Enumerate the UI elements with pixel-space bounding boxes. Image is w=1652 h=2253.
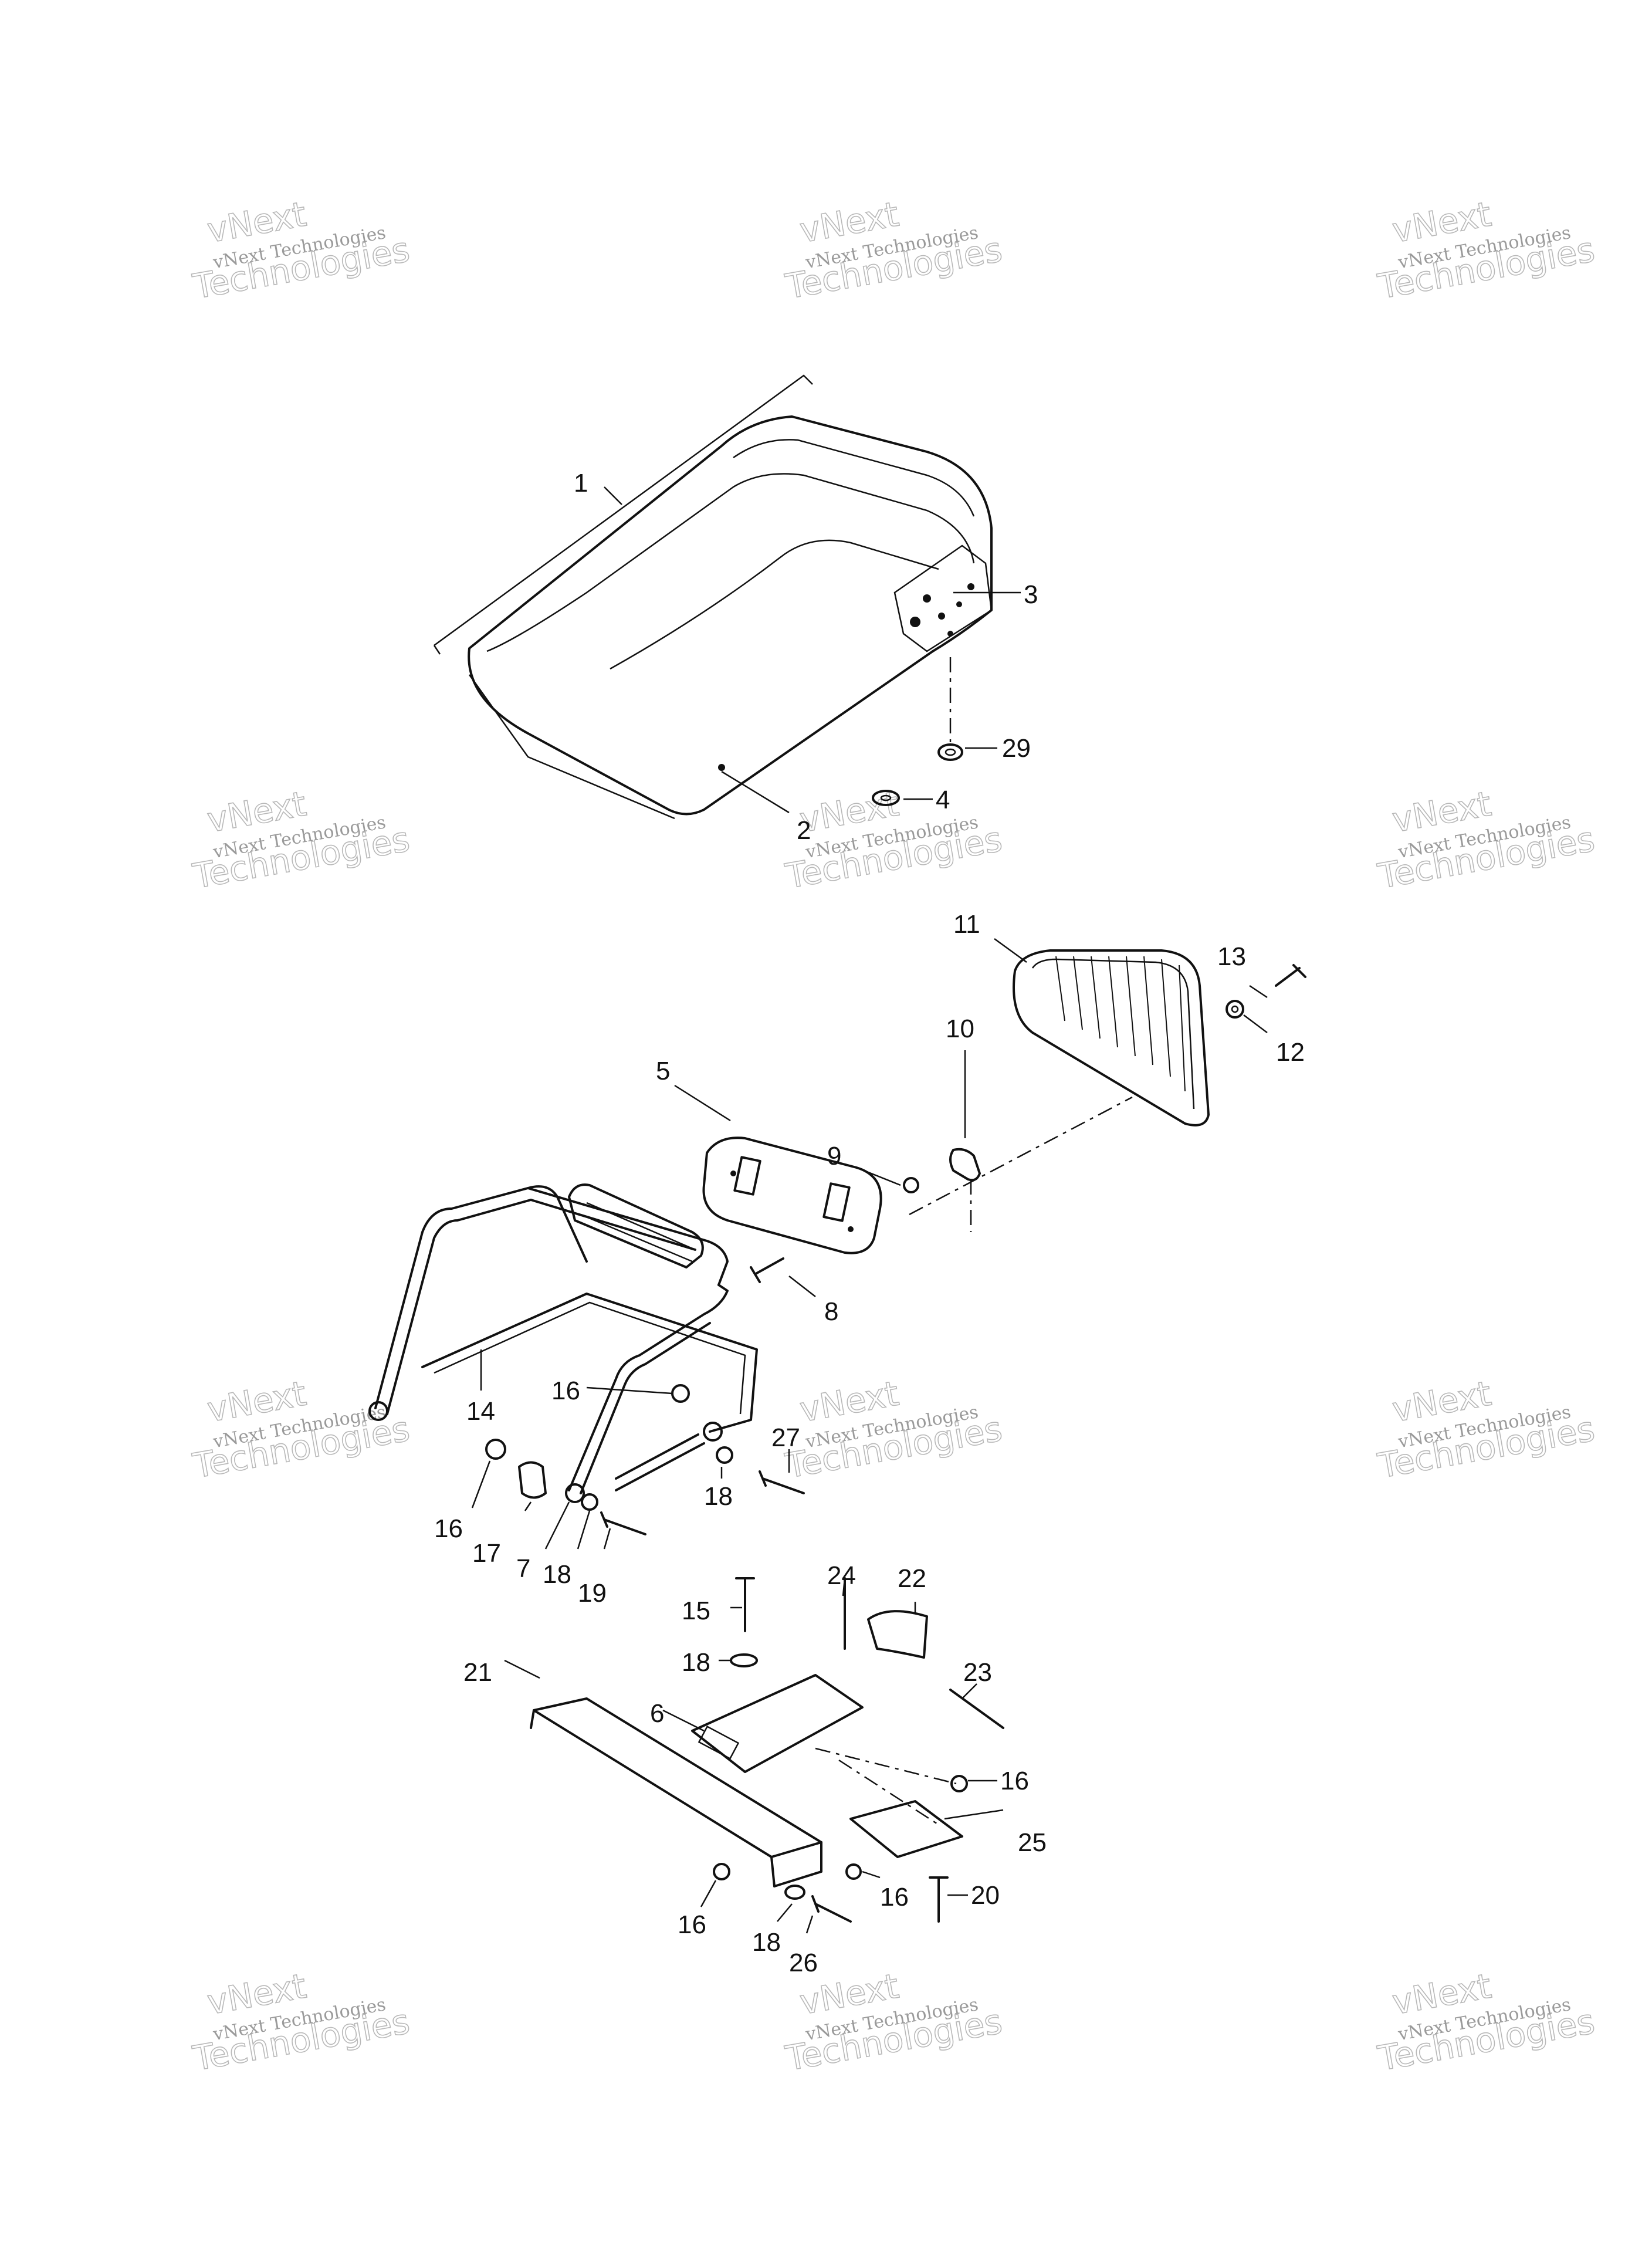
callout-4: 4	[936, 786, 950, 814]
callout-20: 20	[971, 1881, 1000, 1910]
callout-7: 7	[516, 1554, 530, 1583]
callout-12: 12	[1276, 1038, 1305, 1067]
callout-27: 27	[771, 1423, 800, 1452]
callout-25: 25	[1018, 1828, 1047, 1857]
callout-19: 19	[578, 1579, 607, 1608]
rack-hardware	[485, 1384, 805, 1535]
seat-part	[433, 374, 993, 820]
callout-17: 17	[472, 1539, 501, 1568]
callout-9: 9	[827, 1142, 841, 1171]
callout-1: 1	[574, 469, 588, 498]
callout-10: 10	[946, 1014, 974, 1043]
callout-8: 8	[824, 1297, 838, 1326]
callout-2: 2	[797, 816, 811, 845]
leader-lines	[471, 486, 1268, 1934]
callout-18: 18	[543, 1560, 571, 1589]
callout-6: 6	[650, 1699, 664, 1728]
callout-5: 5	[656, 1057, 670, 1085]
callout-16: 16	[880, 1883, 909, 1912]
callout-26: 26	[789, 1948, 818, 1977]
callout-23: 23	[963, 1658, 992, 1687]
callout-29: 29	[1002, 734, 1031, 763]
callout-18: 18	[704, 1482, 733, 1511]
callout-14: 14	[466, 1397, 495, 1426]
callout-16: 16	[551, 1376, 580, 1405]
callout-18: 18	[682, 1648, 710, 1677]
callouts: 1 2 3 29 4 11 13 12 10 5 9 8 14 16 27 18…	[434, 469, 1305, 1977]
callout-16: 16	[678, 1910, 706, 1939]
callout-3: 3	[1024, 580, 1038, 609]
callout-11: 11	[953, 910, 980, 939]
callout-22: 22	[898, 1564, 926, 1593]
callout-24: 24	[827, 1561, 856, 1590]
callout-21: 21	[463, 1658, 492, 1687]
callout-16: 16	[434, 1514, 463, 1543]
taillight-part	[702, 949, 1306, 1283]
callout-18: 18	[752, 1928, 781, 1957]
callout-15: 15	[682, 1596, 710, 1625]
hitch-part	[530, 1577, 1004, 1923]
callout-13: 13	[1217, 942, 1246, 971]
callout-16: 16	[1000, 1767, 1029, 1795]
rack-part	[368, 1183, 758, 1503]
